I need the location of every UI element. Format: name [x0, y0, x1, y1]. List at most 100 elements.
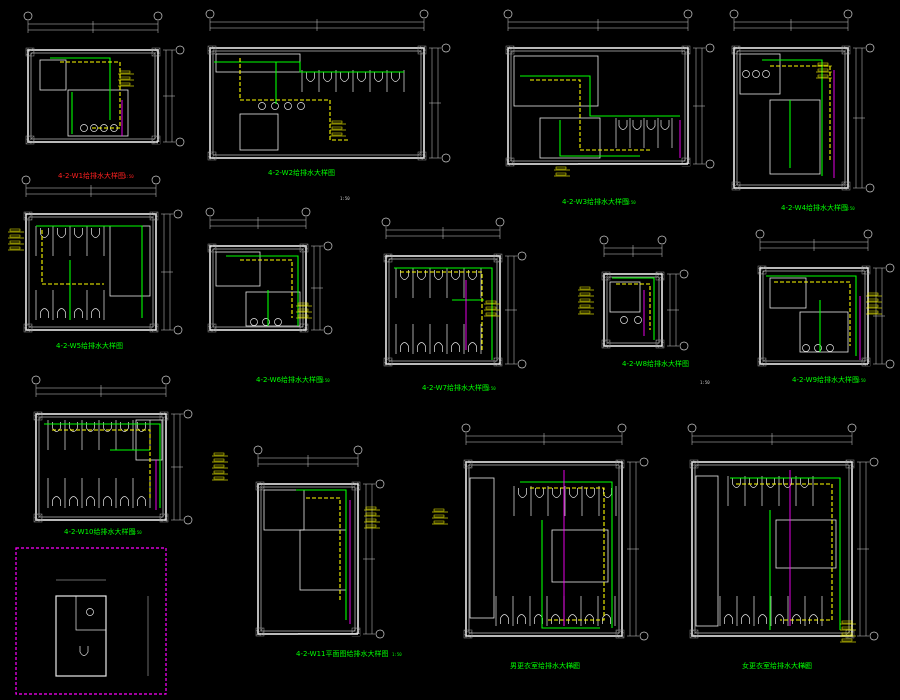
wall-column: [23, 323, 33, 333]
title-w2: 4-2-W2给排水大样图: [268, 168, 335, 177]
toilet-fixture: [391, 72, 400, 82]
scale-w6: 1:50: [320, 378, 330, 383]
title-w8: 4-2-W8给排水大样图: [622, 359, 689, 368]
pipe-label-text: [433, 520, 445, 524]
toilet-fixture: [518, 488, 527, 498]
pipe-label-text: [867, 292, 879, 296]
toilet-fixture: [103, 496, 112, 506]
pipe-label-text: [297, 314, 309, 318]
pipe-label-text: [555, 166, 567, 170]
axis-bubble: [705, 43, 715, 53]
axis-bubble: [639, 457, 649, 467]
toilet-fixture: [468, 342, 477, 352]
pipe-label-text: [841, 626, 853, 630]
wall-column: [33, 513, 43, 523]
wall-column: [731, 45, 741, 55]
scale-w9: 1:50: [856, 378, 866, 383]
axis-bubble: [865, 43, 875, 53]
outer-wall: [759, 267, 869, 365]
axis-bubble: [869, 457, 879, 467]
scale-w11: 1:50: [392, 652, 402, 657]
inner-wall: [606, 276, 660, 344]
plan-w9: [755, 229, 895, 369]
toilet-fixture: [400, 342, 409, 352]
axis-bubble: [175, 137, 185, 147]
partition-wall: [135, 419, 163, 461]
pipe-label-text: [297, 302, 309, 306]
drainage-pipe: [44, 423, 161, 508]
water-supply-pipe: [616, 283, 651, 330]
axis-bubble: [375, 479, 385, 489]
toilet-fixture: [400, 270, 409, 280]
pipe-label-text: [213, 476, 225, 480]
pipe-label-text: [579, 304, 591, 308]
sink-fixture: [80, 124, 88, 132]
wall-column: [861, 357, 871, 367]
toilet-fixture: [552, 488, 561, 498]
axis-bubble: [31, 375, 41, 385]
toilet-fixture: [57, 308, 66, 318]
partition-wall: [609, 281, 641, 313]
wall-column: [655, 271, 665, 281]
axis-bubble: [173, 325, 183, 335]
sink-fixture: [297, 102, 305, 110]
wall-column: [149, 323, 159, 333]
sink-fixture: [250, 318, 258, 326]
plan-w6: [205, 207, 333, 335]
wall-column: [33, 411, 43, 421]
inner-wall: [28, 216, 154, 328]
toilet-fixture: [52, 422, 61, 432]
axis-bubble: [679, 341, 689, 351]
pipe-label-text: [119, 82, 131, 86]
wall-column: [417, 151, 427, 161]
plan-drawings: [8, 9, 895, 677]
toilet-fixture: [340, 72, 349, 82]
toilet-fixture: [517, 614, 526, 624]
wall-column: [757, 265, 767, 275]
axis-bubble: [323, 325, 333, 335]
axis-bubble: [205, 9, 215, 19]
axis-bubble: [441, 43, 451, 53]
scale-women: 1:50: [798, 664, 808, 669]
sink-fixture: [814, 344, 822, 352]
wall-column: [841, 181, 851, 191]
partition-wall: [215, 251, 261, 287]
pipe-label-text: [331, 126, 343, 130]
axis-bubble: [863, 229, 873, 239]
water-supply-pipe: [41, 230, 104, 285]
wall-column: [255, 627, 265, 637]
title-w1: 4-2-W1给排水大样图: [58, 171, 125, 180]
axis-bubble: [353, 445, 363, 455]
wall-column: [207, 151, 217, 161]
plan-w8: [578, 235, 689, 351]
wall-column: [841, 45, 851, 55]
pipe-label-text: [579, 292, 591, 296]
title-w5: 4-2-W5给排水大样图: [56, 341, 123, 350]
partition-wall: [695, 475, 719, 627]
drainage-pipe: [36, 225, 143, 320]
axis-bubble: [599, 235, 609, 245]
toilet-fixture: [306, 72, 315, 82]
cutout: [578, 164, 690, 166]
wall-column: [757, 357, 767, 367]
pipe-label-text: [331, 132, 343, 136]
title-w9: 4-2-W9给排水大样图: [792, 375, 859, 384]
axis-bubble: [419, 9, 429, 19]
scale-w4: 1:50: [845, 206, 855, 211]
plan-women: [687, 423, 879, 643]
sink-fixture: [762, 70, 770, 78]
toilet-fixture: [323, 72, 332, 82]
axis-bubble: [683, 9, 693, 19]
water-supply-pipe: [52, 429, 151, 500]
wall-column: [207, 323, 217, 333]
partition-wall: [539, 117, 601, 159]
toilet-fixture: [809, 614, 818, 624]
sink-fixture: [634, 316, 642, 324]
axis-bubble: [253, 445, 263, 455]
axis-bubble: [755, 229, 765, 239]
wall-column: [861, 265, 871, 275]
inner-wall: [212, 248, 304, 328]
outer-wall: [603, 273, 663, 347]
toilet-fixture: [451, 270, 460, 280]
partition-wall: [769, 99, 821, 175]
